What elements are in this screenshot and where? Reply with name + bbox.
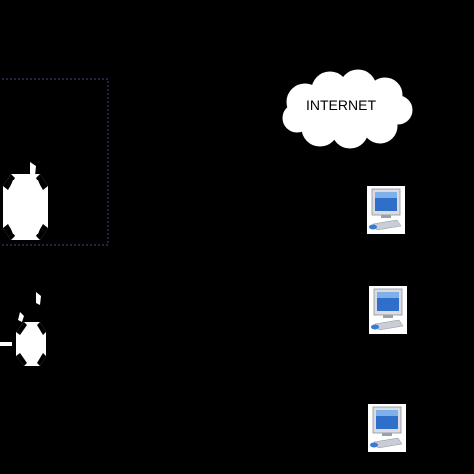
router-icon [3, 162, 48, 240]
desktop-computer-icon [368, 404, 406, 452]
desktop-computer-icon [369, 286, 407, 334]
router-icon [0, 292, 46, 366]
desktop-computer-icon [367, 186, 405, 234]
internet-label: INTERNET [306, 97, 376, 113]
internet-cloud: INTERNET [282, 69, 413, 149]
network-boundary [0, 78, 109, 246]
